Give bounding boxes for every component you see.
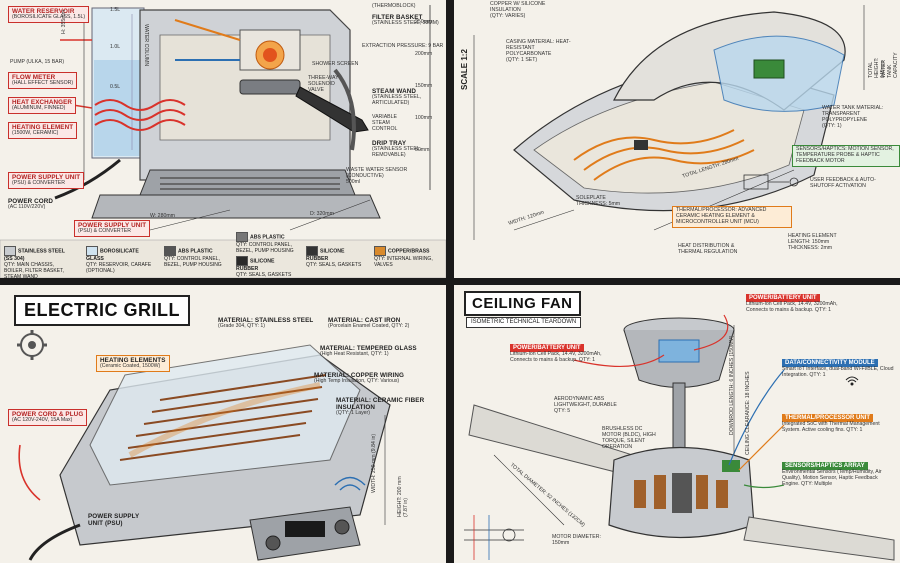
tempered-glass-label: MATERIAL: TEMPERED GLASS (High Heat Resi… [320,345,417,358]
ceiling-clearance-label: CEILING CLEARANCE: 18 INCHES [745,371,751,455]
filter-basket-label: FILTER BASKET (STAINLESS STEEL, 58MM) [372,14,439,27]
copper-wiring-label: MATERIAL: COPPER WIRING (High Temp Insul… [314,372,404,385]
bldc-motor-label: BRUSHLESS DC MOTOR (BLDC), HIGH TORQUE, … [602,426,656,450]
reservoir-mark-2: 1.0L [110,44,121,50]
sensors-haptics-label: SENSORS/HAPTICS: MOTION SENSOR, TEMPERAT… [792,145,900,167]
depth-dimension: D: 320mm [310,211,334,217]
scale-mark-3: 150mm [415,83,433,89]
heating-elements-label: HEATING ELEMENTS (Ceramic Coated, 1500W) [96,355,170,373]
heating-element-label: HEATING ELEMENT (1500W, CERAMIC) [8,122,78,140]
grill-width-label: WIDTH: 250 mm (9.84 in) [371,433,377,493]
reservoir-mark-3: 0.5L [110,84,121,90]
electric-grill-illustration [17,330,391,561]
steam-iron-illustration [473,5,865,240]
pump-label: PUMP (ULKA, 15 BAR) [10,59,65,65]
scale-mark-4: 100mm [415,115,433,121]
downrod-length-label: DOWNROD LENGTH: 6 INCHES (150MM) [729,335,735,435]
psu-label: POWER SUPPLY UNIT (PSU) & CONVERTER [8,172,85,190]
ceramic-fiber-label: MATERIAL: CERAMIC FIBER INSULATION (QTY:… [336,397,425,417]
extraction-pressure-label: EXTRACTION PRESSURE: 9 BAR [362,43,444,49]
power-cord-label: POWER CORD (AC 110V/220V) [8,198,54,211]
steam-iron-panel: COPPER W/ SILICONE INSULATION (QTY: VARI… [454,0,900,278]
water-reservoir-label: WATER RESERVOIR (BOROSILICATE GLASS, 1.5… [8,6,90,24]
soleplate-label: SOLEPLATE THICKNESS: 5mm [576,195,621,207]
fan-subtitle: ISOMETRIC TECHNICAL TEARDOWN [466,317,582,328]
grill-psu-label: POWER SUPPLY UNIT (PSU) [88,513,140,528]
electric-grill-panel: ELECTRIC GRILL MATERIAL: STAINLESS STEEL… [0,285,446,563]
power-cord-plug-label: POWER CORD & PLUG (AC 120V-240V, 15A Max… [8,409,88,427]
scale-mark-1: 250mm [415,19,433,25]
scale-label: SCALE 1:2 [460,49,469,90]
variable-steam-label: VARIABLE STEAM CONTROL [372,114,398,132]
power-battery-left-label: POWER/BATTERY UNIT Lithium-Ion Cell Pack… [510,344,602,363]
legend-stainless: STAINLESS STEEL (SS 304)QTY: MAIN CHASSI… [4,246,74,278]
heat-exchanger-label: HEAT EXCHANGER (ALUMINUM, FINNED) [8,97,77,115]
grill-title: ELECTRIC GRILL [14,295,190,326]
water-column-label: WATER COLUMN [143,24,149,67]
psu2-label: POWER SUPPLY UNIT (PSU) & CONVERTER [74,220,151,238]
copper-insulation-label: COPPER W/ SILICONE INSULATION (QTY: VARI… [490,1,546,19]
ceiling-fan-illustration [464,314,895,561]
thermal-processor-label: THERMAL/PROCESSOR: ADVANCED CERAMIC HEAT… [672,206,792,228]
scale-mark-5: 50mm [415,147,430,153]
water-tank-label: WATER TANK MATERIAL: TRANSPARENT POLYPRO… [822,105,884,129]
wifi-icon [845,376,859,386]
casing-material-label: CASING MATERIAL: HEAT-RESISTANT POLYCARB… [506,39,571,63]
heat-distribution-label: HEAT DISTRIBUTION & THERMAL REGULATION [678,243,738,255]
data-connectivity-label: DATA/CONNECTIVITY MODULE Smart IoT Inter… [782,359,894,378]
grill-height-label: HEIGHT: 200 mm (7.87 in) [397,476,409,517]
thermal-processor-unit-label: THERMAL/PROCESSOR UNIT Integrated SoC wi… [782,414,880,433]
heating-element-length-label: HEATING ELEMENT LENGTH: 150mm THICKNESS:… [788,233,837,251]
steam-wand-label: STEAM WAND (STAINLESS STEEL, ARTICULATED… [372,88,422,107]
gear-icon [17,330,47,360]
shower-screen-label: SHOWER SCREEN [312,61,359,67]
flow-meter-label: FLOW METER (HALL EFFECT SENSOR) [8,72,78,90]
user-feedback-label: USER FEEDBACK & AUTO-SHUTOFF ACTIVATION [810,177,876,189]
cast-iron-label: MATERIAL: CAST IRON (Porcelain Enamel Co… [328,317,410,330]
fan-title: CEILING FAN [464,291,581,316]
three-way-valve-label: THREE-WAY SOLENOID VALVE [308,75,339,93]
drip-tray-label: DRIP TRAY (STAINLESS STEEL, REMOVABLE) [372,140,422,159]
aerodynamic-blade-label: AERODYNAMIC ABS LIGHTWEIGHT, DURABLE QTY… [554,396,617,414]
scale-mark-2: 200mm [415,51,433,57]
sensors-haptics-array-label: SENSORS/HAPTICS ARRAY Environmental Sens… [782,462,882,487]
motor-diameter-label: MOTOR DIAMETER: 150mm [552,534,601,546]
espresso-machine-panel: WATER RESERVOIR (BOROSILICATE GLASS, 1.5… [0,0,446,278]
reservoir-mark-1: 1.5L [110,7,121,13]
height-dimension: H: 355mm [61,10,67,34]
thermoblock-label: (THERMOBLOCK) [372,3,416,9]
espresso-machine-illustration [0,5,446,278]
stainless-material-label: MATERIAL: STAINLESS STEEL (Grade 304, QT… [218,317,314,330]
ceiling-fan-panel: CEILING FAN ISOMETRIC TECHNICAL TEARDOWN… [454,285,900,563]
power-battery-top-label: POWER/BATTERY UNIT Lithium-Ion Cell Pack… [746,294,838,313]
waste-sensor-label: WASTE WATER SENSOR (CONDUCTIVE) 500ml [346,167,408,185]
tank-capacity-label: WATER TANK CAPACITY [881,52,899,78]
width-dimension: W: 280mm [150,213,175,219]
